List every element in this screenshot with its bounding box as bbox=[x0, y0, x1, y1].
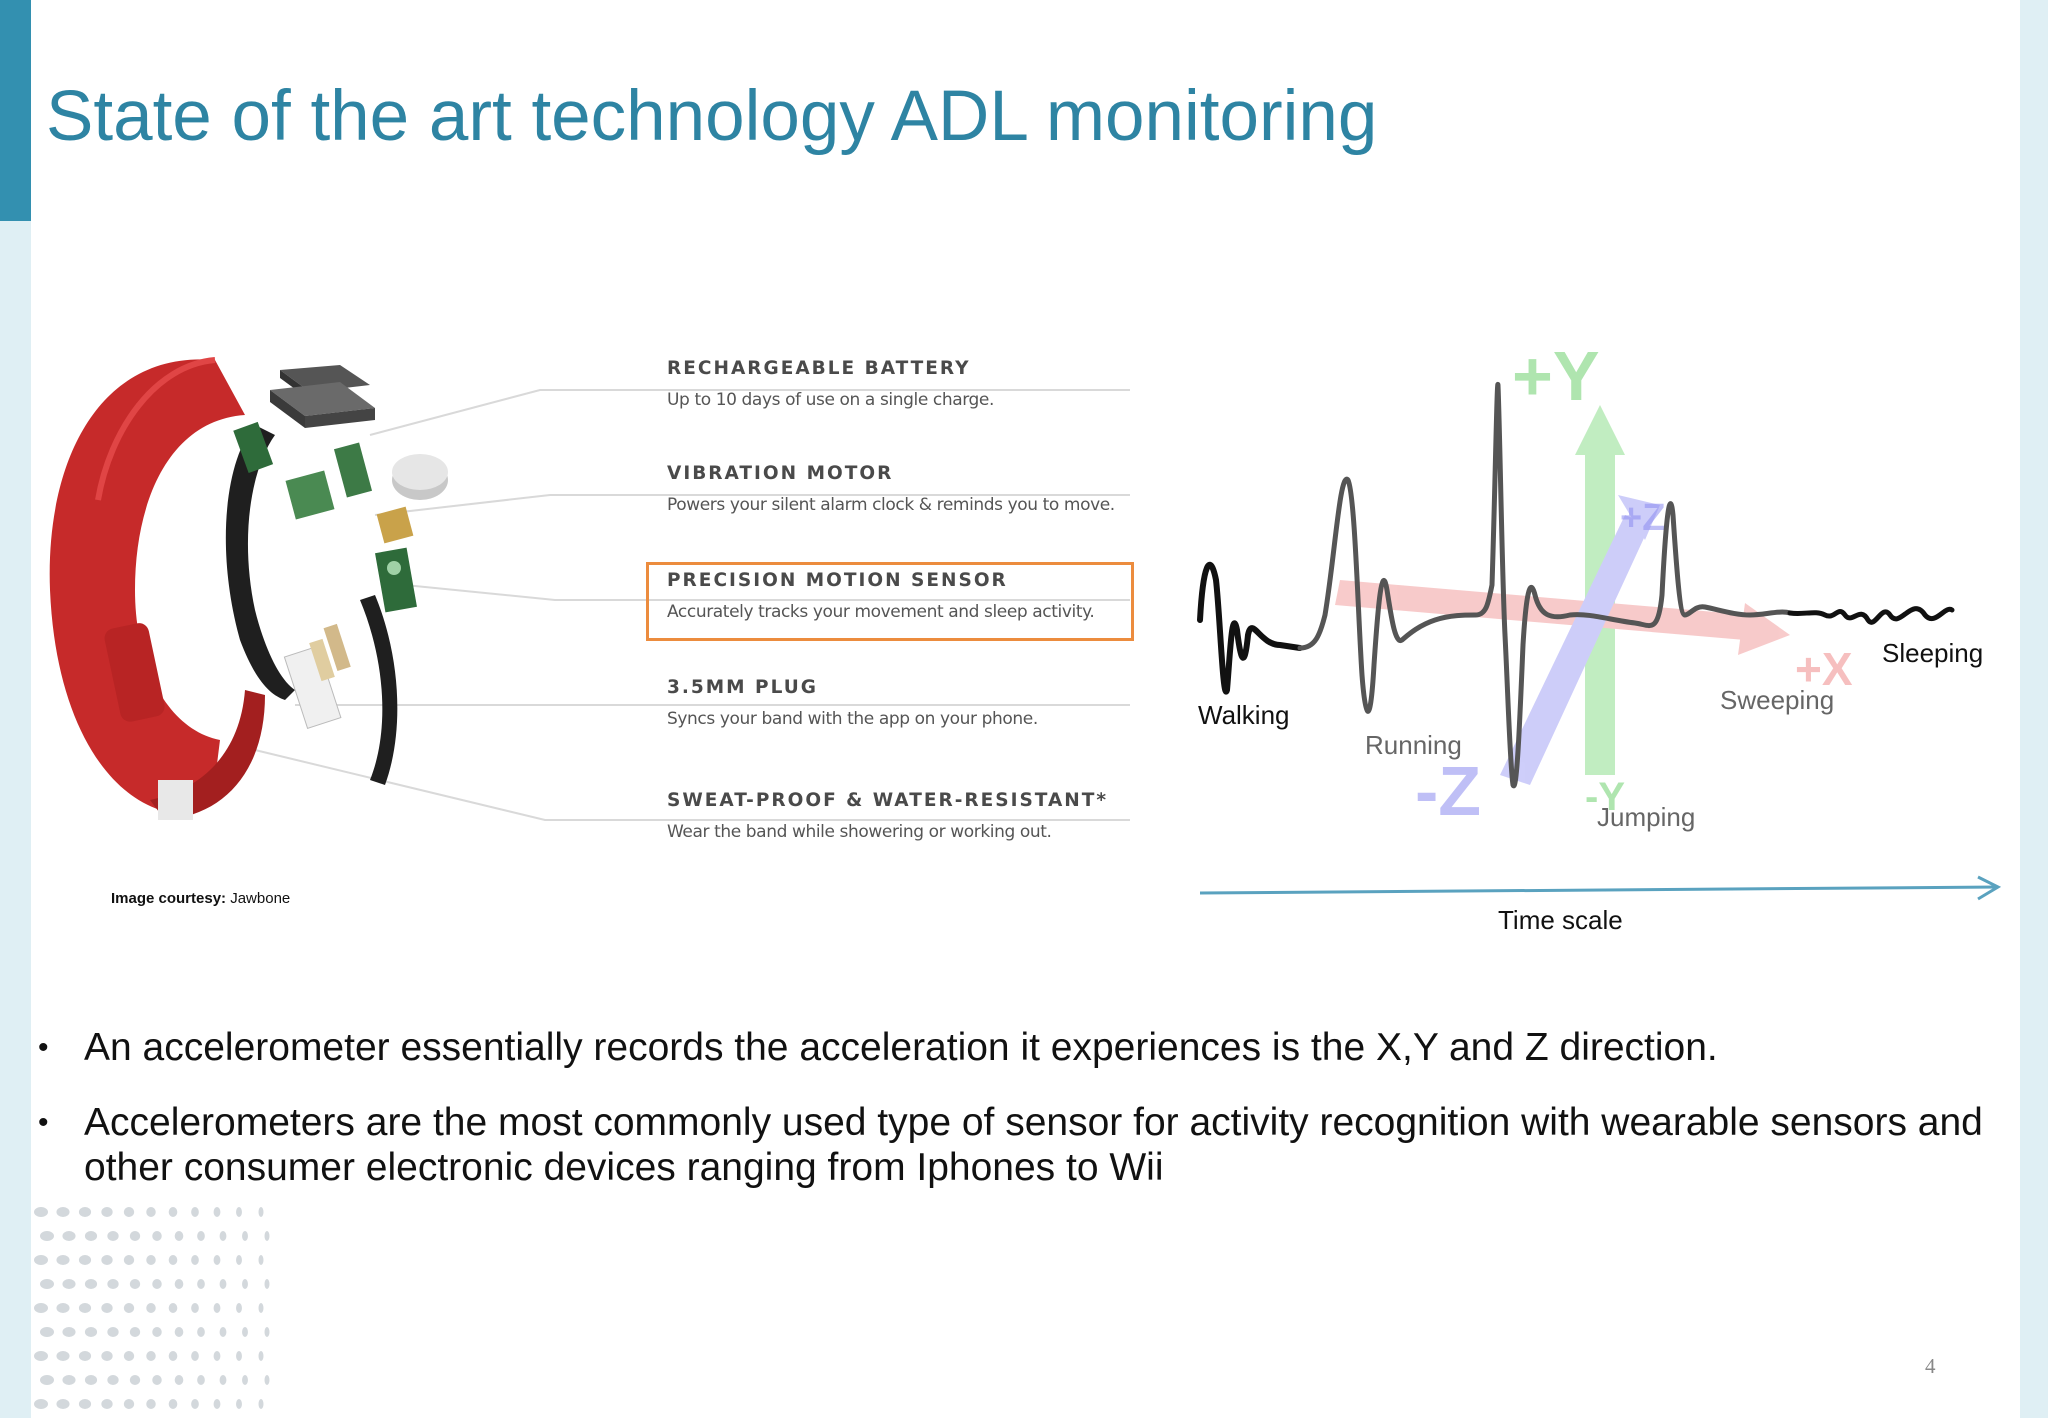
bullet-text: Accelerometers are the most commonly use… bbox=[84, 1101, 1983, 1189]
bullet-list: • An accelerometer essentially records t… bbox=[38, 1025, 1998, 1220]
feature-description: Up to 10 days of use on a single charge. bbox=[667, 390, 994, 410]
page-number: 4 bbox=[1925, 1354, 1936, 1378]
slide-title: State of the art technology ADL monitori… bbox=[46, 77, 1378, 156]
device-exploded-view bbox=[40, 310, 1150, 880]
feature-description: Syncs your band with the app on your pho… bbox=[667, 709, 1038, 729]
activity-label-jumping: Jumping bbox=[1597, 802, 1696, 832]
accelerometer-signal-figure: +Y +Z -Z +X -Y Walking Running Jumping S… bbox=[1190, 315, 2010, 955]
feature-sweat-proof: SWEAT-PROOF & WATER-RESISTANT* Wear the … bbox=[667, 790, 1127, 842]
bullet-marker: • bbox=[38, 1106, 49, 1139]
axis-label-minus-y: -Y bbox=[1585, 775, 1625, 819]
motion-sensor-highlight-box bbox=[646, 562, 1134, 641]
feature-rechargeable-battery: RECHARGEABLE BATTERY Up to 10 days of us… bbox=[667, 358, 1127, 410]
feature-name: SWEAT-PROOF & WATER-RESISTANT* bbox=[667, 790, 1109, 811]
dotted-globe-decoration bbox=[34, 1207, 270, 1409]
activity-label-sweeping: Sweeping bbox=[1720, 685, 1835, 715]
feature-description: Powers your silent alarm clock & reminds… bbox=[667, 495, 1115, 515]
bullet-item: • An accelerometer essentially records t… bbox=[38, 1025, 1998, 1070]
feature-precision-motion-sensor: PRECISION MOTION SENSOR Accurately track… bbox=[667, 570, 1127, 622]
courtesy-label: Image courtesy: bbox=[111, 890, 227, 907]
axis-label-plus-x: +X bbox=[1795, 643, 1853, 695]
activity-label-sleeping: Sleeping bbox=[1882, 638, 1984, 668]
feature-name: VIBRATION MOTOR bbox=[667, 463, 894, 484]
axes-and-signal: +Y +Z -Z +X -Y bbox=[1197, 337, 2002, 901]
activity-label-walking: Walking bbox=[1198, 700, 1290, 730]
axis-label-minus-z: -Z bbox=[1415, 752, 1481, 830]
bullet-text: An accelerometer essentially records the… bbox=[84, 1026, 1718, 1069]
feature-name: 3.5MM PLUG bbox=[667, 677, 818, 698]
image-courtesy: Image courtesy: Jawbone bbox=[111, 890, 290, 907]
title-accent-bar bbox=[0, 0, 31, 221]
slide-right-edge bbox=[2020, 0, 2048, 1418]
activity-label-running: Running bbox=[1365, 730, 1462, 760]
slide-left-edge bbox=[0, 0, 31, 1418]
feature-name: PRECISION MOTION SENSOR bbox=[667, 570, 1008, 591]
bullet-marker: • bbox=[38, 1031, 49, 1064]
feature-description: Accurately tracks your movement and slee… bbox=[667, 602, 1095, 622]
axis-label-plus-z: +Z bbox=[1620, 497, 1665, 539]
bullet-item: • Accelerometers are the most commonly u… bbox=[38, 1100, 1998, 1190]
feature-3-5mm-plug: 3.5MM PLUG Syncs your band with the app … bbox=[667, 677, 1127, 729]
courtesy-source: Jawbone bbox=[230, 890, 291, 907]
feature-vibration-motor: VIBRATION MOTOR Powers your silent alarm… bbox=[667, 463, 1127, 515]
feature-name: RECHARGEABLE BATTERY bbox=[667, 358, 971, 379]
feature-description: Wear the band while showering or working… bbox=[667, 822, 1052, 842]
axis-label-plus-y: +Y bbox=[1512, 337, 1600, 415]
wristband-illustration bbox=[49, 357, 1130, 821]
time-scale-label: Time scale bbox=[1498, 905, 1623, 935]
